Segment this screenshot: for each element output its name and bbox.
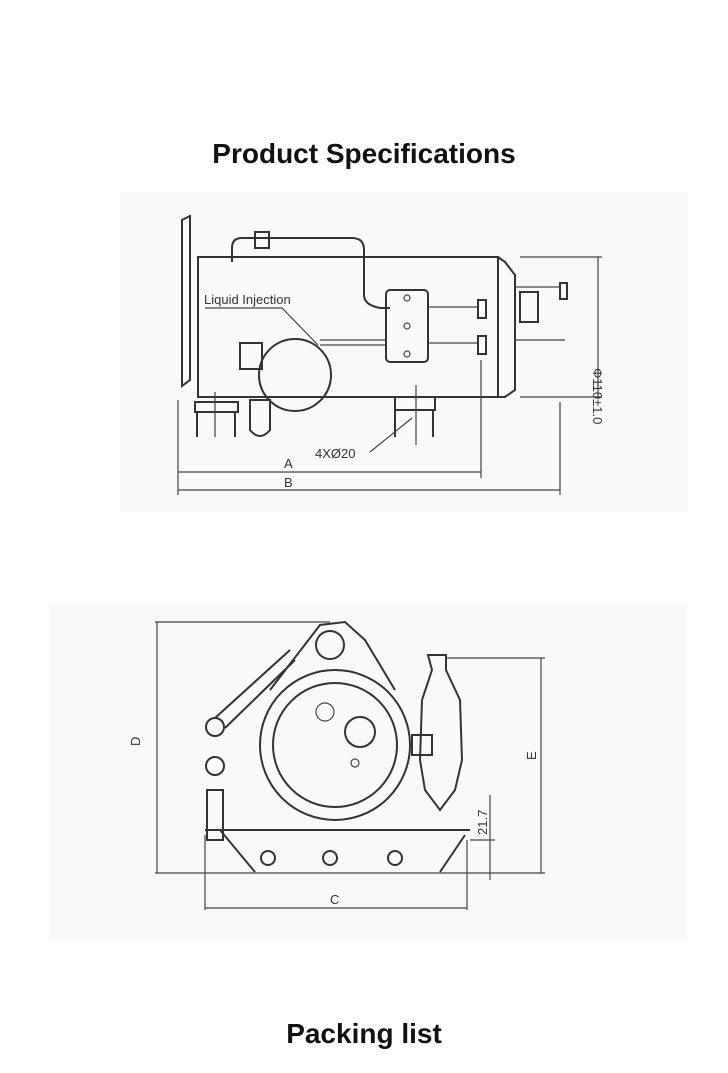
pipe-fitting [254,231,270,249]
lug-hole [315,630,345,660]
fitting [206,789,224,841]
bracket [411,734,433,756]
port [477,299,487,319]
dim-b-label: B [284,475,293,490]
valve-block [385,289,429,363]
terminal [559,282,568,300]
holes-label: 4XØ20 [315,446,355,461]
base-hole [260,850,276,866]
discharge-pipe [231,237,390,309]
mounting-foot [194,401,239,437]
diameter-dim [520,256,602,398]
packing-list-heading: Packing list [286,1018,442,1049]
front-view-drawing: D E C 21.7 [50,603,686,941]
mounting-foot [394,396,436,437]
injection-fitting [239,342,263,370]
lifting-lug [269,620,396,691]
leader-line [205,307,319,346]
side-view-svg: Liquid Injection 4XØ20 A B Φ110±1.0 [177,214,605,495]
bolt [403,322,411,330]
terminal-box [519,291,539,323]
base-hole [322,850,338,866]
oil-separator [418,654,464,812]
dim-c-label: C [330,892,339,907]
dim-217-label: 21.7 [475,810,490,835]
compressor-body [197,256,499,398]
port [477,335,487,355]
side-view-drawing: Liquid Injection 4XØ20 A B Φ110±1.0 [120,192,688,512]
terminal-pins [515,286,565,341]
dim-d-label: D [128,737,143,746]
centerline [214,385,417,445]
dimension-lines [177,360,561,495]
valve [205,756,225,776]
housing [259,669,411,821]
dim-a-label: A [284,456,293,471]
housing-inner [272,682,398,808]
bolt [350,758,360,768]
base-frame [205,829,470,873]
dim-e-label: E [524,751,539,760]
pipe [214,649,296,729]
bolt [403,294,411,302]
pipes [320,306,478,346]
liquid-injection-label: Liquid Injection [204,292,291,307]
leader-line [369,417,413,453]
front-view-svg: D E C 21.7 [128,620,545,910]
end-cap [497,256,516,398]
terminal-plate [344,716,376,748]
dimension-lines [155,621,545,910]
base-hole [387,850,403,866]
liquid-injection-ring [258,338,332,412]
diameter-label: Φ110±1.0 [590,368,605,424]
bolt [403,350,411,358]
flange [181,214,191,388]
fitting [315,702,335,722]
valve [205,717,225,737]
oil-sight [249,399,271,437]
product-specifications-heading: Product Specifications [212,138,516,169]
